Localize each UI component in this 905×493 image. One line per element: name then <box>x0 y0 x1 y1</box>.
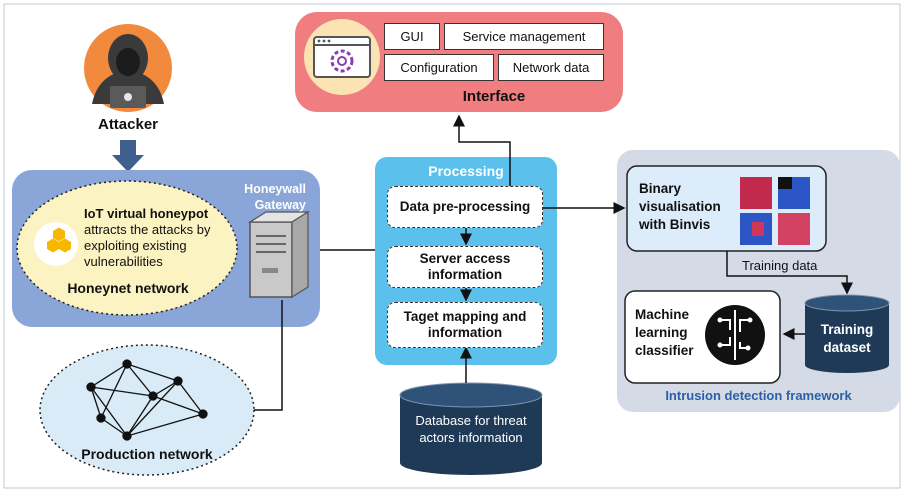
honeypot-title: IoT virtual honeypot <box>84 206 209 221</box>
gateway-to-production-line <box>254 300 283 411</box>
database-cylinder <box>399 382 543 475</box>
classifier-label: Machine learning classifier <box>635 307 694 358</box>
training-dataset-cylinder <box>804 294 890 373</box>
attacker-label: Attacker <box>97 116 159 133</box>
step-target-mapping-information: Taget mapping and information <box>387 302 543 348</box>
interface-title: Interface <box>462 88 526 105</box>
brain-icon <box>705 305 765 365</box>
training-dataset-label: Training dataset <box>820 322 874 355</box>
honeypot-description: attracts the attacks by exploiting exist… <box>84 222 211 269</box>
network-graph-icon <box>86 359 208 441</box>
attacker-icon <box>84 24 172 112</box>
binvis-images <box>740 177 810 245</box>
honeycomb-icon <box>34 222 78 266</box>
ids-frame-label: Intrusion detection framework <box>665 388 852 403</box>
attacker-arrow <box>112 140 144 172</box>
step-data-pre-processing: Data pre-processing <box>387 186 543 228</box>
step-server-access-information: Server access information <box>387 246 543 288</box>
interface-item-network-data: Network data <box>498 54 604 81</box>
binvis-to-dataset-arrow <box>726 251 853 295</box>
honeypot-ellipse <box>16 180 238 316</box>
training-data-label: Training data <box>742 258 818 273</box>
interface-item-service-management: Service management <box>444 23 604 50</box>
interface-item-gui: GUI <box>384 23 440 50</box>
server-icon <box>247 210 311 299</box>
gear-window-icon <box>304 19 380 95</box>
honeynet-network-label: Honeynet network <box>67 280 189 296</box>
production-network-label: Production network <box>81 446 213 462</box>
processing-title: Processing <box>428 163 504 179</box>
interface-item-configuration: Configuration <box>384 54 494 81</box>
processing-to-interface-arrow <box>453 114 511 186</box>
database-label: Database for threat actors information <box>415 413 527 445</box>
binvis-label: Binary visualisation with Binvis <box>639 181 721 232</box>
gateway-label: Honeywall Gateway <box>244 182 306 212</box>
